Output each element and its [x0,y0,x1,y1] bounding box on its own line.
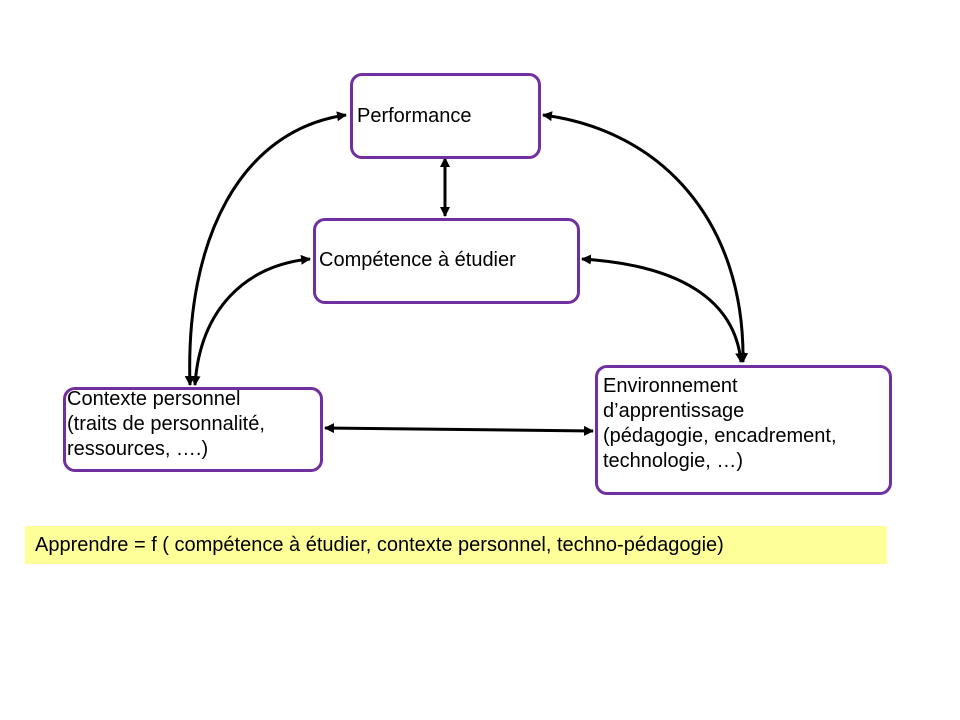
arrow-competence-contexte [190,254,311,386]
competence-node [313,218,580,304]
competence-line: Compétence à étudier [319,249,516,271]
environnement-line-1: Environnement [603,375,738,397]
arrow-contexte-environnement [324,423,594,436]
contexte-line-3: ressources, ….) [67,438,209,460]
environnement-line-4: technologie, …) [603,450,744,472]
performance-line: Performance [357,105,472,127]
contexte-line-2: (traits de personnalité, [67,413,265,435]
environnement-node [595,365,892,495]
performance-node [350,73,541,159]
environnement-line-2: d’apprentissage [603,400,745,422]
performance-label: Performance [357,104,472,129]
contexte-personnel-node [63,387,323,472]
environnement-label: Environnement d’apprentissage (pédagogie… [603,374,837,474]
contexte-label: Contexte personnel (traits de personnali… [67,387,265,462]
arrow-competence-environnement [581,254,746,363]
formula-banner: Apprendre = f ( compétence à étudier, co… [25,526,887,564]
environnement-line-3: (pédagogie, encadrement, [603,425,837,447]
competence-label: Compétence à étudier [319,248,516,273]
contexte-line-1: Contexte personnel [67,388,241,410]
